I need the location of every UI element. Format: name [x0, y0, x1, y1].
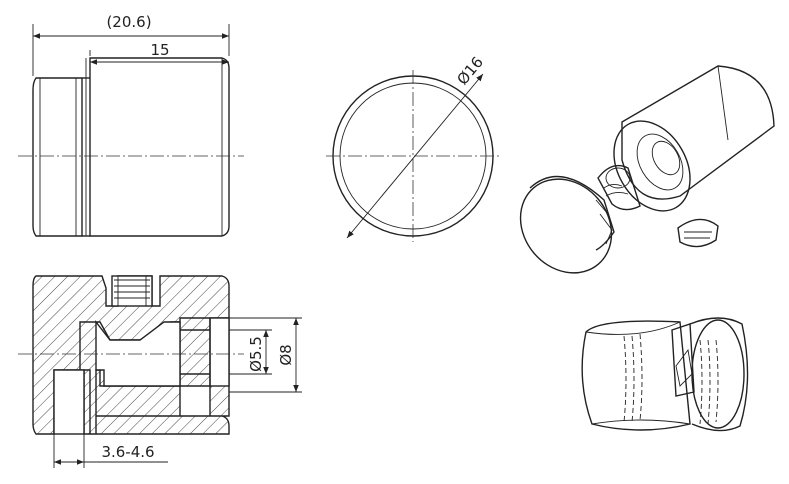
dim-outer-diameter: Ø16: [453, 53, 487, 88]
dim-bore-large: Ø8: [277, 344, 295, 365]
section-view: Ø5.5 Ø8 3.6-4.6: [18, 275, 302, 468]
front-view: Ø16: [326, 53, 500, 242]
side-view: (20.6) 15: [18, 13, 244, 237]
dim-body-length: 15: [150, 41, 169, 59]
dim-overall-length: (20.6): [106, 13, 151, 31]
exploded-isometric-view: [519, 65, 775, 274]
dim-bore-small: Ø5.5: [247, 336, 265, 372]
dim-clamp-range: 3.6-4.6: [101, 443, 154, 461]
assembled-isometric-view: [581, 317, 749, 432]
